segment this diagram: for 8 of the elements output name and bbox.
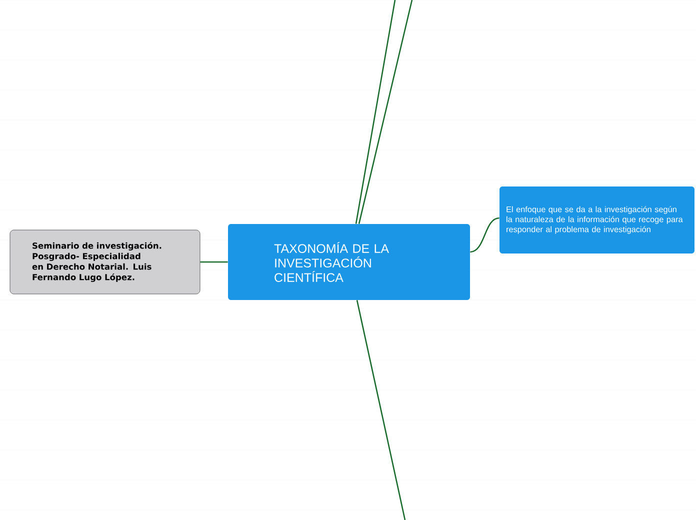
central-topic-box: TAXONOMÍA DE LA INVESTIGACIÓN CIENTÍFICA xyxy=(228,224,470,300)
connector-line xyxy=(470,217,500,253)
subtopic-box: El enfoque que se da a la investigación según la naturaleza de la información que recoge para responder al problema de investigación xyxy=(500,186,694,254)
note-box: Seminario de investigación. Posgrado- Especialidad en Derecho Notarial. Luis Fernando Lugo López. xyxy=(10,230,200,294)
connector-line xyxy=(356,300,406,520)
connector-line xyxy=(200,261,228,263)
connector-line xyxy=(355,0,396,224)
connector-line xyxy=(358,0,413,224)
